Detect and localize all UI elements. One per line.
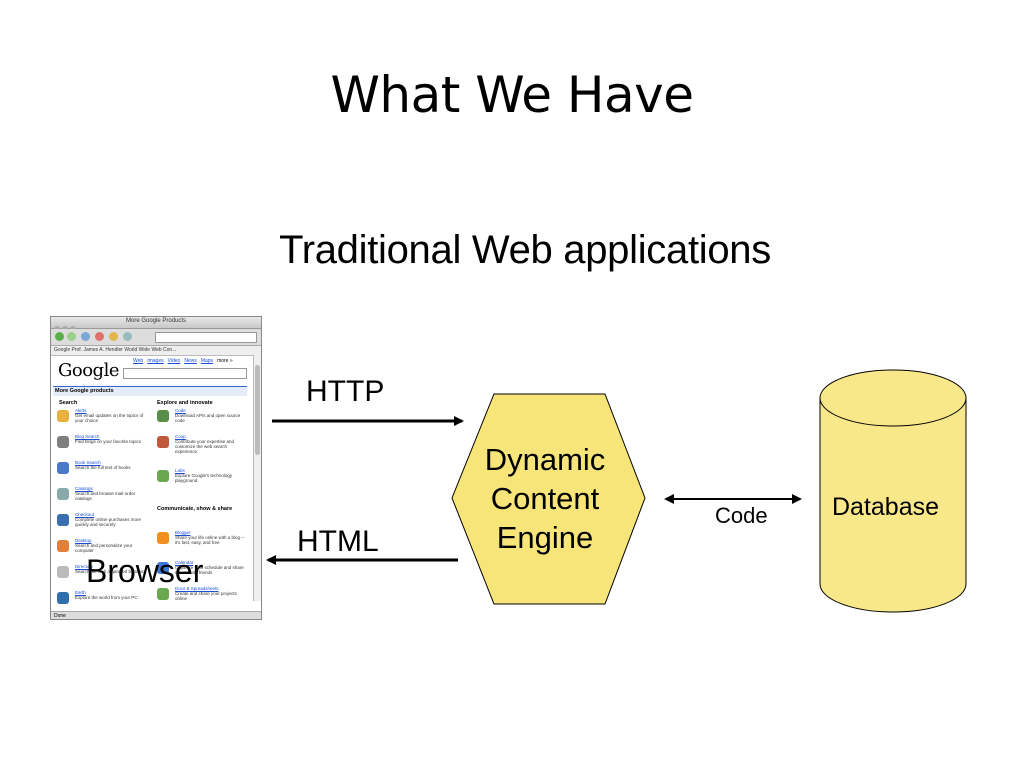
search-column-title: Search [59, 400, 78, 406]
home-icon [109, 332, 118, 341]
communicate-column-title: Communicate, show & share [157, 506, 233, 512]
browser-url-bar [155, 332, 257, 343]
product-desc: Contribute your expertise and customize … [175, 439, 235, 454]
product-desc: Organize your schedule and share events … [175, 565, 244, 575]
product-desc: Search and personalize your computer [75, 543, 133, 553]
database-label: Database [832, 493, 940, 521]
product-desc: Explore the world from your PC [75, 595, 138, 600]
product-desc: Search the web organized by topic [75, 569, 145, 574]
browser-toolbar [51, 329, 261, 346]
product-desc: Search and browse mail-order catalogs [75, 491, 136, 501]
product-link: Book Search [75, 460, 101, 465]
product-link: Checkout [75, 512, 95, 517]
product-desc: Explore Google's technology playground [175, 473, 233, 483]
product-link: Desktop [75, 538, 92, 543]
back-icon [55, 332, 64, 341]
product-icon [57, 514, 69, 526]
engine-label-line-3: Engine [496, 520, 594, 555]
slide-title: What We Have [330, 66, 694, 124]
product-desc: Get email updates on the topics of your … [75, 413, 144, 423]
product-link: Directory [75, 564, 94, 569]
nav-video: Video [167, 358, 181, 364]
engine-label: Dynamic Content Engine [460, 440, 630, 557]
nav-news: News [184, 358, 197, 364]
product-icon [157, 562, 169, 574]
product-link: Blog Search [75, 434, 100, 439]
forward-icon [67, 332, 76, 341]
product-link: Catalogs [75, 486, 93, 491]
product-icon [57, 462, 69, 474]
engine-label-line-1: Dynamic [484, 442, 606, 477]
nav-images: Images [147, 358, 164, 364]
stop-icon [95, 332, 104, 341]
product-icon [57, 488, 69, 500]
browser-status-bar: Done [51, 611, 261, 619]
diagram-title: Traditional Web applications [279, 228, 771, 272]
product-icon [157, 436, 169, 448]
product-icon [57, 436, 69, 448]
product-link: Docs & Spreadsheets [175, 586, 219, 591]
html-label: HTML [297, 525, 379, 558]
google-search-box [123, 368, 247, 379]
dynamic-content-engine-hexagon [451, 393, 646, 605]
nav-web: Web [133, 358, 144, 364]
product-icon [57, 540, 69, 552]
browser-scrollbar [253, 355, 261, 601]
bookmark-icon [123, 332, 132, 341]
nav-more: more » [217, 358, 233, 364]
product-link: Earth [75, 590, 86, 595]
reload-icon [81, 332, 90, 341]
browser-label: Browser [86, 553, 204, 589]
browser-bookmarks-bar: Google Prof. James A. Hendler World Wide… [51, 346, 261, 356]
product-icon [57, 566, 69, 578]
http-label: HTTP [306, 375, 385, 408]
product-desc: Share your life online with a blog -- it… [175, 535, 245, 545]
database-cylinder [819, 369, 967, 613]
product-link: Labs [175, 468, 185, 473]
engine-label-line-2: Content [490, 481, 600, 516]
product-icon [157, 470, 169, 482]
product-desc: Create and share your projects online [175, 591, 237, 601]
browser-window-title: More Google Products [125, 318, 187, 324]
product-desc: Download APIs and open source code [175, 413, 241, 423]
product-link: Coop [175, 434, 186, 439]
product-link: Alerts [75, 408, 87, 413]
product-desc: Search the full text of books [75, 465, 131, 470]
product-link: Code [175, 408, 186, 413]
product-desc: Complete online purchases more quickly a… [75, 517, 142, 527]
product-icon [157, 532, 169, 544]
product-icon [57, 410, 69, 422]
product-desc: Find blogs on your favorite topics [75, 439, 142, 444]
product-icon [157, 588, 169, 600]
products-heading: More Google products [53, 386, 247, 396]
product-link: Blogger [175, 530, 191, 535]
google-logo: Google [58, 360, 119, 381]
browser-screenshot: More Google Products Google Prof. James … [50, 316, 262, 620]
product-link: Calendar [175, 560, 194, 565]
explore-column-title: Explore and innovate [157, 400, 213, 406]
code-label: Code [715, 503, 768, 528]
nav-maps: Maps [200, 358, 214, 364]
product-icon [157, 410, 169, 422]
product-icon [57, 592, 69, 604]
